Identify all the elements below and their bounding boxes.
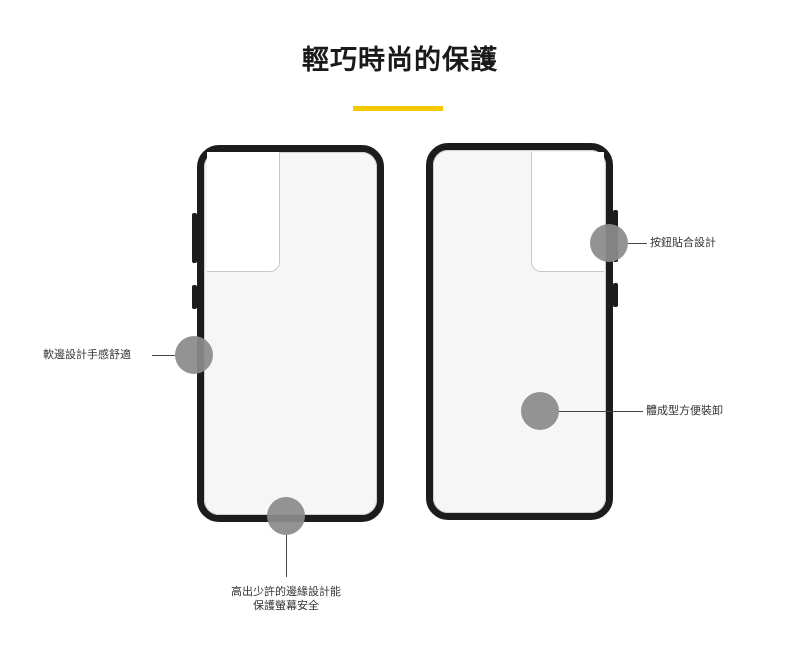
side-button-upper <box>192 213 197 263</box>
page-title: 輕巧時尚的保護 <box>302 45 498 76</box>
callout-leader-line <box>286 535 287 577</box>
callout-leader-line <box>559 411 643 412</box>
callout-label-line: 高出少許的邊緣設計能 <box>231 585 341 598</box>
phone-case-left <box>197 145 384 522</box>
callout-marker-button-fit <box>590 224 628 262</box>
callout-label-line: 保護螢幕安全 <box>253 599 319 612</box>
callout-marker-one-piece <box>521 392 559 430</box>
callout-label-raised-edge: 高出少許的邊緣設計能 保護螢幕安全 <box>206 585 366 613</box>
side-button-lower <box>192 285 197 309</box>
callout-marker-soft-edge <box>175 336 213 374</box>
callout-label-button-fit: 按鈕貼合設計 <box>650 236 716 249</box>
title-accent-bar <box>353 106 443 111</box>
callout-leader-line <box>152 355 175 356</box>
callout-leader-line <box>628 243 647 244</box>
callout-label-soft-edge: 軟邊設計手感舒適 <box>43 348 131 361</box>
case-inner-edge <box>433 150 606 513</box>
phone-case-right <box>426 143 613 520</box>
callout-label-one-piece: 體成型方便裝卸 <box>646 404 723 417</box>
callout-marker-raised-edge <box>267 497 305 535</box>
camera-cutout <box>207 152 280 272</box>
side-button-lower <box>613 283 618 307</box>
